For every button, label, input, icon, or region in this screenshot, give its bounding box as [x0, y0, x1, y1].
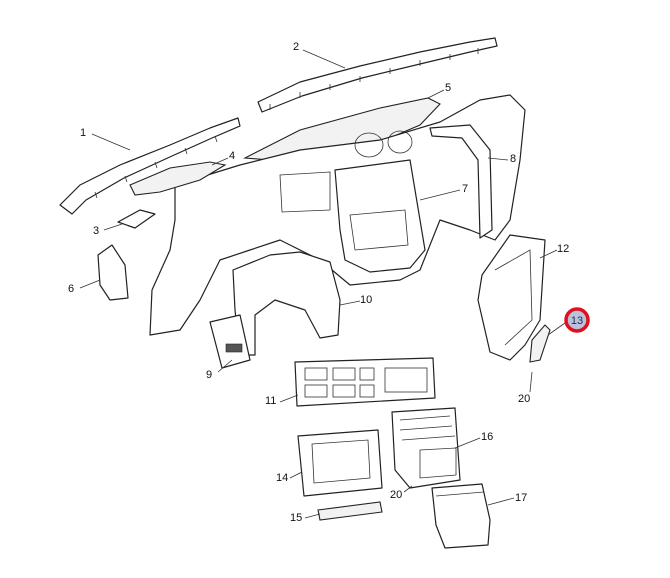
callout-3: 3 — [93, 225, 99, 237]
callout-8: 8 — [510, 153, 516, 165]
callout-20-right: 20 — [518, 393, 530, 405]
part-8-right-trim — [429, 124, 493, 239]
callout-20-bottom: 20 — [390, 489, 402, 501]
part-9-switch-panel — [209, 314, 251, 369]
callout-7: 7 — [462, 183, 468, 195]
part-2-upper-trim — [257, 37, 498, 113]
callout-2: 2 — [293, 41, 299, 53]
callout-9: 9 — [206, 369, 212, 381]
callout-5: 5 — [445, 82, 451, 94]
part-1-left-trim — [59, 117, 241, 215]
part-10-cluster-bezel — [232, 251, 341, 356]
part-4-panel — [129, 161, 227, 196]
callout-17: 17 — [515, 492, 527, 504]
part-17-bin — [431, 483, 491, 549]
callout-13-highlighted[interactable]: 13 — [564, 307, 590, 333]
callout-15: 15 — [290, 512, 302, 524]
part-15-strip — [317, 501, 383, 521]
callout-10: 10 — [360, 294, 372, 306]
callout-12: 12 — [557, 243, 569, 255]
part-11-radio-trim — [294, 357, 436, 407]
part-13-bracket — [529, 324, 551, 363]
callout-14: 14 — [276, 472, 288, 484]
callout-16: 16 — [481, 431, 493, 443]
part-7-center-bezel — [334, 159, 426, 273]
callout-13: 13 — [571, 315, 583, 327]
part-16-radio-bracket — [391, 407, 461, 489]
part-6-side-panel — [97, 244, 129, 301]
callout-4: 4 — [229, 150, 235, 162]
callout-1: 1 — [80, 127, 86, 139]
part-3-bracket — [117, 209, 156, 229]
part-14-bezel — [297, 429, 383, 497]
callout-6: 6 — [68, 283, 74, 295]
callout-11: 11 — [265, 395, 276, 407]
part-12-housing — [477, 234, 546, 361]
dash-body — [149, 94, 526, 336]
